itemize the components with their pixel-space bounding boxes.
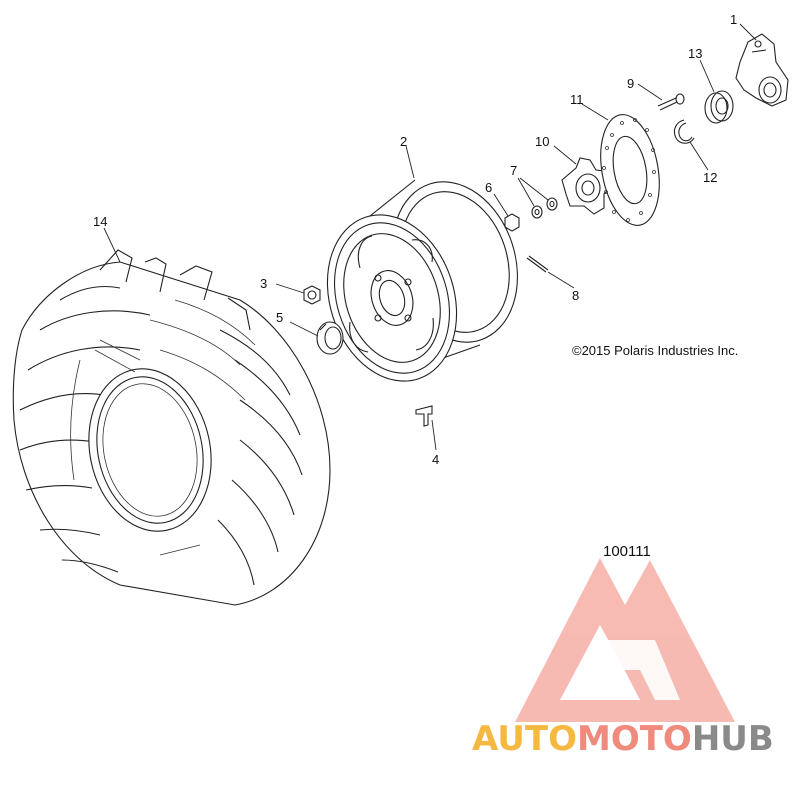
callout-9: 9: [627, 76, 634, 91]
callout-10: 10: [535, 134, 549, 149]
part-6-nut: [504, 213, 520, 232]
part-11-brake-disc: [600, 114, 660, 226]
watermark-wordmark: AUTOMOTOHUB: [472, 719, 774, 759]
part-3-lug-nut: [303, 285, 321, 305]
part-7-washers: [531, 197, 558, 219]
part-12-snap-ring: [673, 119, 695, 144]
watermark-hub: HUB: [692, 719, 774, 759]
callout-5: 5: [276, 310, 283, 325]
callout-11: 11: [570, 92, 584, 107]
part-4-stud: [415, 405, 433, 427]
watermark-auto: AUTO: [472, 719, 577, 759]
part-14-tire: [12, 249, 331, 606]
diagram-reference-number: 100111: [603, 543, 651, 560]
copyright-notice: ©2015 Polaris Industries Inc.: [572, 343, 738, 358]
part-13-bearing: [704, 90, 734, 124]
part-9-bolt: [657, 93, 685, 111]
leader-lines: [103, 23, 757, 451]
callout-13: 13: [688, 46, 702, 61]
callout-8: 8: [572, 288, 579, 303]
callout-1: 1: [730, 12, 737, 27]
callout-14: 14: [93, 214, 107, 229]
part-2-wheel: [326, 179, 518, 382]
callout-4: 4: [432, 452, 439, 467]
part-8-pin: [526, 255, 549, 273]
watermark-logo: [515, 558, 735, 722]
callout-labels: 1 2 3 4 5 6 7 8 9 10 11 12 13 14: [93, 12, 737, 467]
watermark-moto: MOTO: [577, 719, 692, 759]
callout-3: 3: [260, 276, 267, 291]
callout-2: 2: [400, 134, 407, 149]
callout-7: 7: [510, 163, 517, 178]
callout-12: 12: [703, 170, 717, 185]
part-5-center-cap: [316, 321, 344, 355]
part-1-knuckle: [735, 33, 789, 107]
callout-6: 6: [485, 180, 492, 195]
